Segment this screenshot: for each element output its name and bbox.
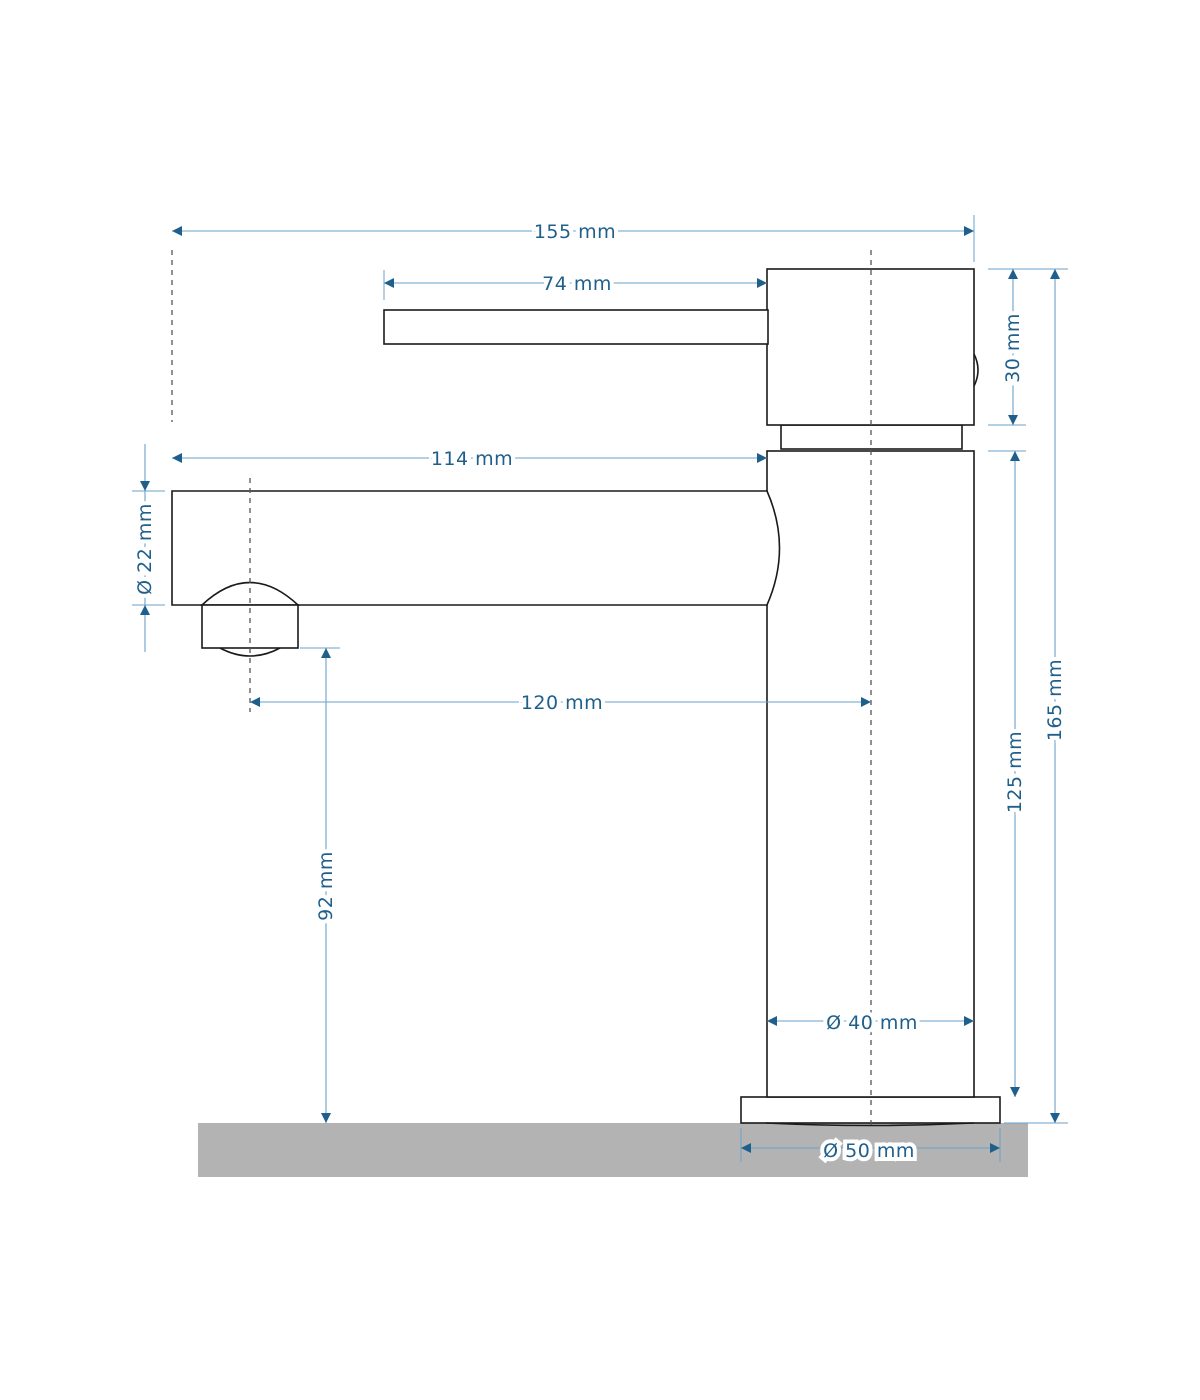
body-diameter-label: Ø 40 mm <box>826 1012 918 1034</box>
total-height-label: 165 mm <box>1044 659 1066 741</box>
aerator-bottom <box>219 647 281 657</box>
base-plate-lower-edge <box>765 1122 975 1127</box>
overall-width-label: 155 mm <box>534 221 616 243</box>
lever <box>383 309 769 345</box>
body-height-label: 125 mm <box>1004 731 1026 813</box>
spout-length-label: 114 mm <box>431 448 513 470</box>
spout-clearance-label: 92 mm <box>315 851 337 921</box>
collar <box>780 424 963 450</box>
spout <box>171 490 781 606</box>
lever-length-label: 74 mm <box>542 273 612 295</box>
spout-diameter-label: Ø 22 mm <box>134 503 156 595</box>
aerator-dome <box>199 581 301 606</box>
handle-nub <box>973 353 979 387</box>
handle-height-label: 30 mm <box>1002 313 1024 383</box>
spout-reach-label: 120 mm <box>521 692 603 714</box>
base-diameter-label: Ø 50 mm <box>823 1140 915 1162</box>
